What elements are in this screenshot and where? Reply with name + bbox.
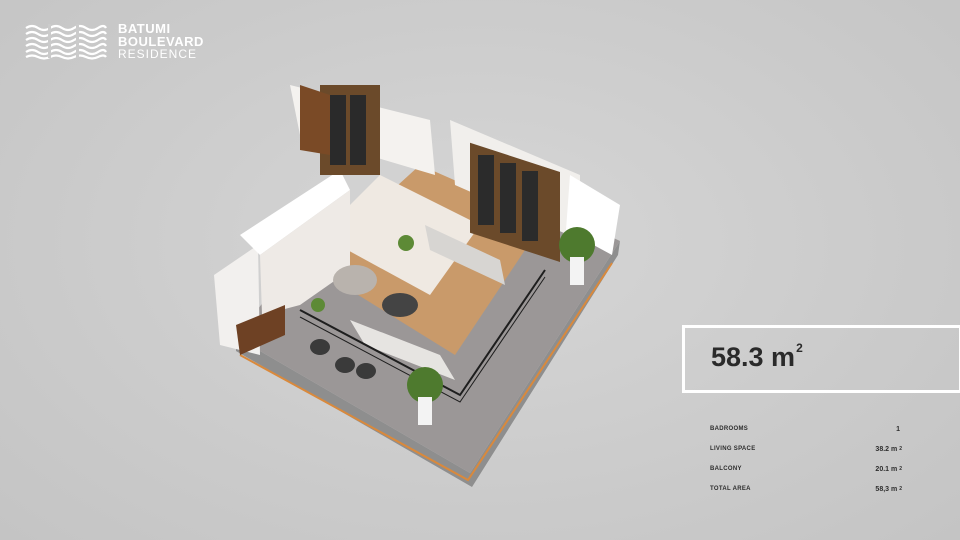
brand-logo: BATUMI BOULEVARD RESIDENCE <box>24 22 204 61</box>
area-value: 58.3 m <box>711 342 796 372</box>
brand-line-3: RESIDENCE <box>118 47 198 61</box>
area-highlight-box: 58.3 m2 <box>682 325 960 393</box>
spec-label: BADROOMS <box>710 426 749 432</box>
spec-label: LIVING SPACE <box>710 446 756 452</box>
area-unit-superscript: 2 <box>796 341 803 355</box>
brand-name: BATUMI BOULEVARD RESIDENCE <box>118 22 204 61</box>
total-area-heading: 58.3 m2 <box>711 341 803 373</box>
wave-letters-logo-icon <box>25 24 107 60</box>
spec-label: TOTAL AREA <box>710 486 751 492</box>
spec-value: 1 <box>896 425 900 433</box>
spec-row-bedrooms: BADROOMS 1 <box>710 419 902 439</box>
apartment-3d-render <box>214 85 620 487</box>
spec-label: BALCONY <box>710 466 742 472</box>
brand-line-2: BOULEVARD <box>118 34 204 49</box>
brand-line-1: BATUMI <box>118 21 171 36</box>
